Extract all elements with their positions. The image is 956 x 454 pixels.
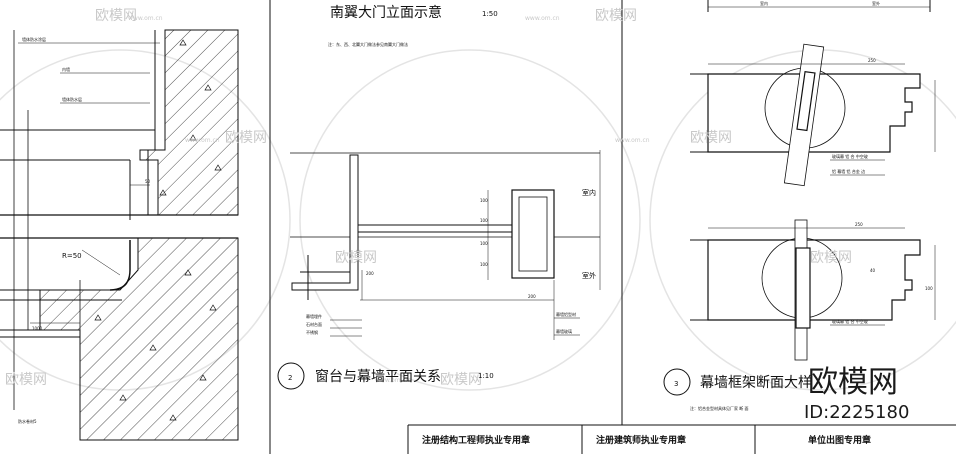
- right-dim-40: 40: [870, 268, 876, 273]
- detail-3-title: 幕墙框架断面大样: [700, 375, 812, 391]
- detail-2-scale: 1:10: [478, 372, 494, 380]
- facade-scale: 1:50: [482, 10, 498, 18]
- watermark-url-3: www.om.cn: [185, 137, 220, 144]
- watermark-text-8: 欧模网: [440, 372, 482, 388]
- right-label-3: 玻璃幕 铝 合 中空玻: [832, 318, 868, 324]
- left-label-2: 内墙: [62, 66, 70, 72]
- watermark-text-7: 欧模网: [5, 372, 47, 388]
- stamp-architect: 注册建筑师执业专用章: [596, 434, 686, 446]
- mid-dim-200b: 200: [528, 294, 536, 299]
- facade-note: 注：东、西、北翼大门做法参见南翼大门做法: [328, 41, 408, 47]
- right-dim-100: 100: [925, 286, 933, 291]
- mid-label-2: 石材台面: [306, 321, 322, 327]
- mid-dim-3: 100: [480, 241, 488, 246]
- watermark-url-1: www.om.cn: [128, 15, 163, 22]
- stamp-structural-engineer: 注册结构工程师执业专用章: [422, 434, 530, 446]
- right-label-2: 铝 幕墙 铝 合金 边: [832, 168, 865, 174]
- watermark-text-3: 欧模网: [225, 130, 267, 146]
- panel-dividers: [269, 0, 623, 454]
- mid-label-1: 幕墙埋件: [306, 313, 322, 319]
- detail-3-number: 3: [674, 380, 678, 388]
- left-dim-50: 50: [145, 179, 151, 184]
- right-label-1: 玻璃幕 铝 合 中空玻: [832, 153, 868, 159]
- text-layer: 欧模网 欧模网 欧模网 欧模网 欧模网 欧模网 欧模网 欧模网 www.om.c…: [5, 0, 933, 446]
- stamp-unit: 单位出图专用章: [808, 434, 871, 446]
- mid-label-4: 幕墙铝型材: [556, 311, 576, 317]
- watermark-url-2: www.om.cn: [525, 15, 560, 22]
- right-dim-250b: 250: [855, 222, 863, 227]
- watermark-url-4: www.om.cn: [615, 137, 650, 144]
- watermark-text-4: 欧模网: [690, 130, 732, 146]
- brand-logo-text: 欧模网: [808, 365, 898, 400]
- middle-outdoor-label: 室外: [582, 271, 596, 280]
- left-radius-label: R=50: [62, 252, 82, 260]
- left-bottom-note: 防水卷材5: [18, 418, 37, 424]
- middle-indoor-label: 室内: [582, 188, 596, 197]
- detail-2-title: 窗台与幕墙平面关系: [315, 368, 441, 385]
- mid-label-3: 不锈钢: [306, 329, 318, 335]
- watermark-url-5: www.om.cn: [375, 377, 410, 384]
- left-label-3: 墙体防水层: [62, 96, 82, 102]
- mid-dim-1: 100: [480, 198, 488, 203]
- watermark-text-2: 欧模网: [595, 8, 637, 24]
- left-label-1: 墙体防水涂层: [22, 36, 46, 42]
- right-outdoor-label: 室外: [872, 0, 880, 6]
- right-indoor-label: 室内: [760, 0, 768, 6]
- watermark-text-6: 欧模网: [810, 250, 852, 266]
- middle-plan-drawing: [290, 150, 601, 340]
- detail-circles: [277, 362, 691, 396]
- brand-id: ID:2225180: [804, 402, 909, 423]
- right-section-drawing: [690, 0, 936, 361]
- right-dim-250a: 250: [868, 58, 876, 63]
- left-dim-1000: 1000: [32, 326, 43, 331]
- watermark-text-1: 欧模网: [95, 8, 137, 24]
- detail-2-number: 2: [288, 374, 292, 382]
- mid-dim-200a: 200: [366, 271, 374, 276]
- mid-dim-2: 100: [480, 218, 488, 223]
- detail-3-note: 注：铝合金型材具体见厂家 断 面: [690, 405, 749, 411]
- watermark-text-5: 欧模网: [335, 250, 377, 266]
- facade-title: 南翼大门立面示意: [330, 4, 442, 21]
- mid-dim-4: 100: [480, 262, 488, 267]
- left-section-drawing: [0, 29, 239, 441]
- title-block: [407, 424, 956, 454]
- mid-label-5: 幕墙玻璃: [556, 328, 572, 334]
